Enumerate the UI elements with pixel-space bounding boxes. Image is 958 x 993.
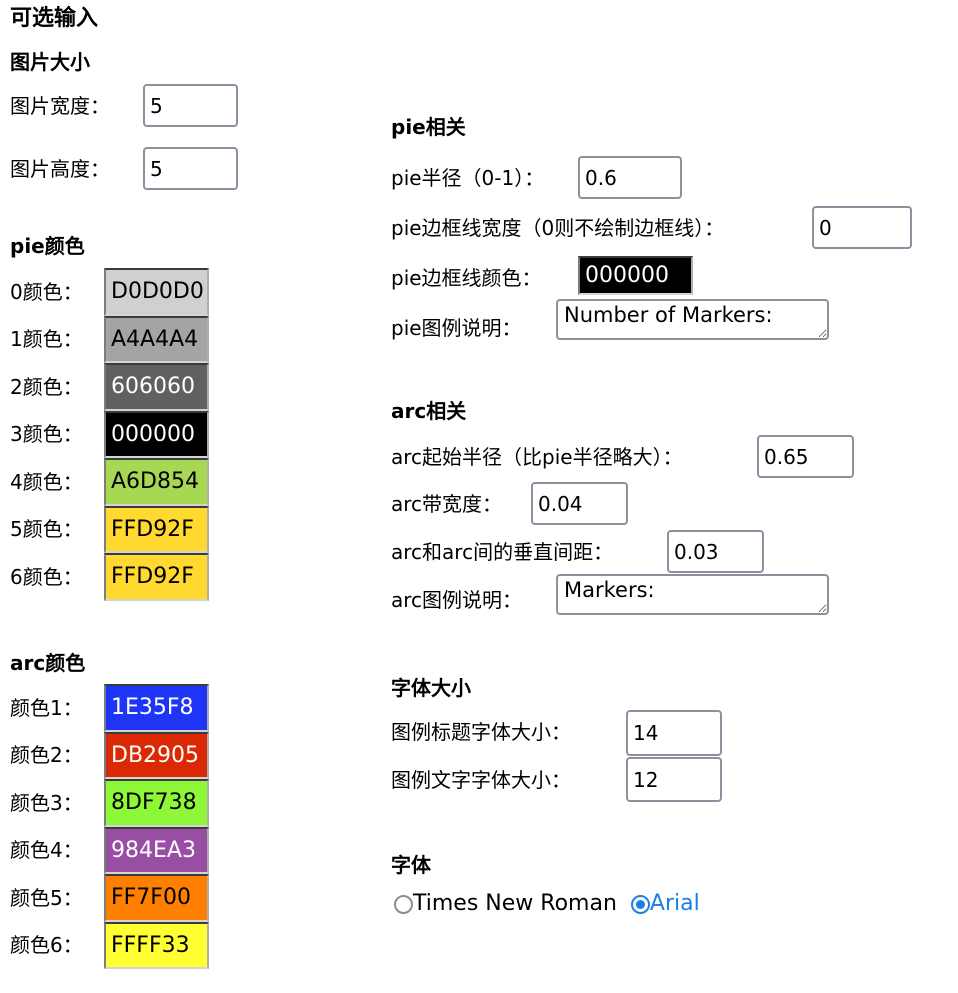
arc-color-label-2: 颜色3： — [10, 790, 83, 815]
legend-title-size-input[interactable] — [626, 710, 722, 756]
arc-start-radius-label: arc起始半径（比pie半径略大）： — [391, 445, 683, 469]
image-size-heading: 图片大小 — [10, 50, 90, 74]
font-radio-selected-1[interactable] — [630, 894, 650, 914]
font-size-heading: 字体大小 — [391, 676, 471, 700]
image-height-label: 图片高度： — [10, 157, 110, 181]
arc-legend-caption-label: arc图例说明： — [391, 588, 523, 612]
arc-color-label-1: 颜色2： — [10, 743, 83, 768]
pie-color-input-2[interactable] — [104, 363, 209, 411]
legend-text-size-label: 图例文字字体大小： — [391, 768, 571, 792]
pie-color-label-column: 0颜色： 1颜色： 2颜色： 3颜色： 4颜色： 5颜色： 6颜色： — [10, 268, 105, 601]
pie-color-label-6: 6颜色： — [10, 564, 83, 589]
pie-border-width-input[interactable] — [812, 206, 912, 249]
pie-colors-heading: pie颜色 — [10, 234, 85, 258]
arc-color-field-column — [104, 684, 209, 969]
pie-legend-caption-textarea[interactable] — [556, 299, 829, 340]
pie-color-label-4: 4颜色： — [10, 469, 83, 494]
arc-color-input-1[interactable] — [104, 731, 209, 779]
pie-color-label-2: 2颜色： — [10, 374, 83, 399]
arc-color-label-5: 颜色6： — [10, 933, 83, 958]
arc-band-width-input[interactable] — [531, 482, 628, 525]
arc-color-input-5[interactable] — [104, 921, 209, 969]
arc-color-input-4[interactable] — [104, 874, 209, 922]
pie-border-color-label: pie边框线颜色： — [391, 266, 542, 290]
arc-legend-caption-textarea[interactable] — [556, 574, 829, 615]
pie-color-label-3: 3颜色： — [10, 422, 83, 447]
pie-color-input-6[interactable] — [104, 553, 209, 601]
pie-border-width-label: pie边框线宽度（0则不绘制边框线）： — [391, 216, 725, 240]
font-radio-unselected-0[interactable] — [394, 894, 413, 914]
image-width-label: 图片宽度： — [10, 94, 110, 118]
legend-text-size-input[interactable] — [626, 757, 722, 802]
arc-start-radius-input[interactable] — [757, 435, 854, 478]
arc-color-input-2[interactable] — [104, 779, 209, 827]
font-radio-group: Times New Roman Arial — [394, 893, 714, 915]
font-radio-label-1[interactable]: Arial — [649, 891, 700, 916]
arc-color-input-0[interactable] — [104, 684, 209, 732]
arc-band-width-label: arc带宽度： — [391, 492, 503, 516]
arc-section-heading: arc相关 — [391, 399, 467, 423]
pie-border-color-input[interactable] — [578, 256, 693, 295]
pie-legend-caption-label: pie图例说明： — [391, 316, 522, 340]
pie-color-input-4[interactable] — [104, 458, 209, 506]
font-heading: 字体 — [391, 853, 431, 877]
pie-section-heading: pie相关 — [391, 115, 466, 139]
pie-color-label-0: 0颜色： — [10, 279, 83, 304]
pie-color-input-0[interactable] — [104, 268, 209, 316]
arc-colors-heading: arc颜色 — [10, 651, 86, 675]
page-title: 可选输入 — [10, 6, 99, 31]
arc-color-label-column: 颜色1： 颜色2： 颜色3： 颜色4： 颜色5： 颜色6： — [10, 684, 105, 969]
image-width-input[interactable] — [143, 84, 238, 127]
image-height-input[interactable] — [143, 147, 238, 190]
pie-color-label-1: 1颜色： — [10, 327, 83, 352]
pie-color-input-3[interactable] — [104, 410, 209, 458]
arc-color-label-4: 颜色5： — [10, 885, 83, 910]
arc-color-label-3: 颜色4： — [10, 838, 83, 863]
pie-radius-label: pie半径（0-1）： — [391, 166, 545, 190]
pie-color-field-column — [104, 268, 209, 601]
pie-color-label-5: 5颜色： — [10, 517, 83, 542]
arc-gap-input[interactable] — [667, 530, 764, 573]
pie-radius-input[interactable] — [578, 156, 682, 199]
legend-title-size-label: 图例标题字体大小： — [391, 720, 571, 744]
arc-gap-label: arc和arc间的垂直间距： — [391, 540, 614, 564]
pie-color-input-1[interactable] — [104, 315, 209, 363]
pie-color-input-5[interactable] — [104, 505, 209, 553]
arc-color-label-0: 颜色1： — [10, 695, 83, 720]
font-radio-label-0[interactable]: Times New Roman — [413, 891, 617, 916]
arc-color-input-3[interactable] — [104, 826, 209, 874]
